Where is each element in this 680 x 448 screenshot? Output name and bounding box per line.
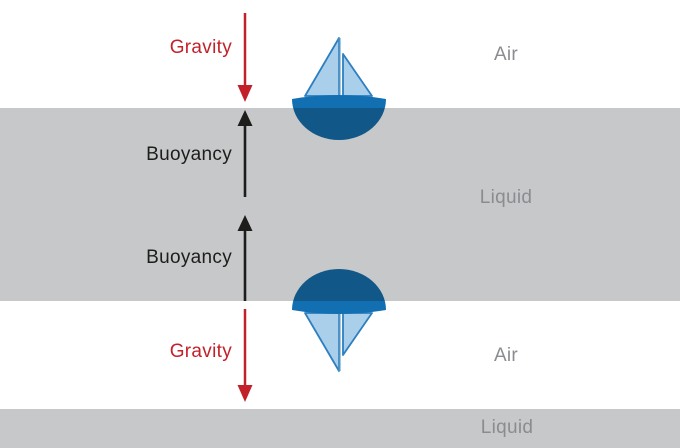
- gravity-down-arrow-bottom: [237, 309, 253, 402]
- gravity-label-top: Gravity: [169, 37, 232, 58]
- liquid-label-middle: Liquid: [479, 187, 533, 208]
- air-label-top: Air: [493, 44, 519, 65]
- gravity-label-bottom: Gravity: [169, 341, 232, 362]
- buoyancy-label-bottom: Buoyancy: [146, 247, 232, 268]
- gravity-down-arrow-top: [237, 13, 253, 102]
- air-label-bottom: Air: [493, 345, 519, 366]
- liquid-band-middle: [0, 108, 680, 301]
- liquid-band-bottom: [0, 409, 680, 448]
- liquid-label-bottom: Liquid: [480, 417, 534, 438]
- buoyancy-label-top: Buoyancy: [146, 144, 232, 165]
